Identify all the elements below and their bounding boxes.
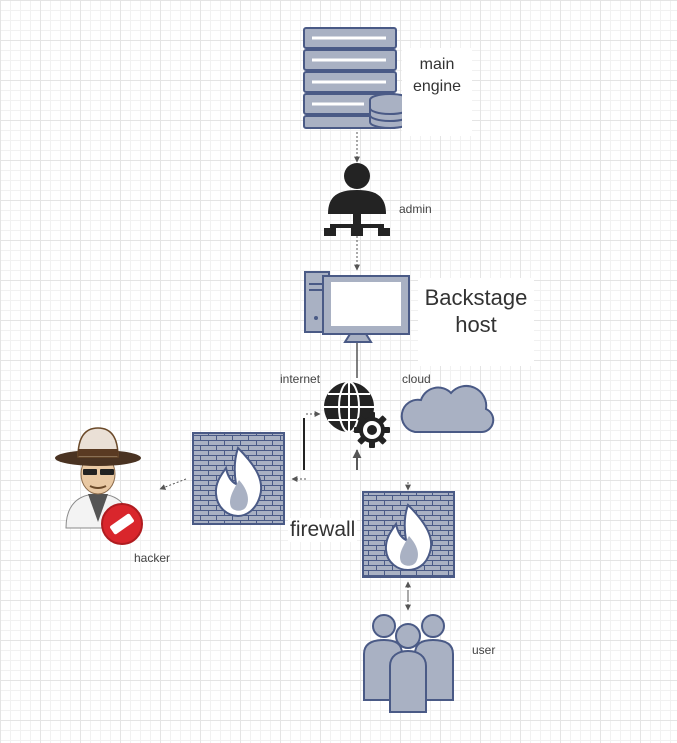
- user-group-icon: [363, 614, 454, 713]
- desktop-computer-icon: [304, 271, 410, 343]
- backstage-host-label: Backstage host: [418, 278, 534, 366]
- firewall-icon: [362, 491, 455, 578]
- admin-user-icon: [324, 163, 390, 236]
- hacker-label: hacker: [134, 551, 171, 565]
- globe-gear-icon: [324, 381, 390, 448]
- cloud-icon: [400, 384, 495, 433]
- main-engine-label: main engine: [402, 48, 472, 136]
- connectors: [159, 132, 411, 611]
- no-entry-icon: [101, 503, 143, 545]
- internet-label: internet: [280, 372, 321, 386]
- connector-firewall-hacker: [159, 478, 187, 490]
- admin-label: admin: [399, 202, 432, 216]
- firewall-label: firewall: [288, 518, 358, 542]
- user-label: user: [472, 643, 496, 657]
- server-database-icon: [303, 27, 411, 129]
- cloud-label: cloud: [402, 372, 431, 386]
- firewall-icon: [192, 432, 285, 525]
